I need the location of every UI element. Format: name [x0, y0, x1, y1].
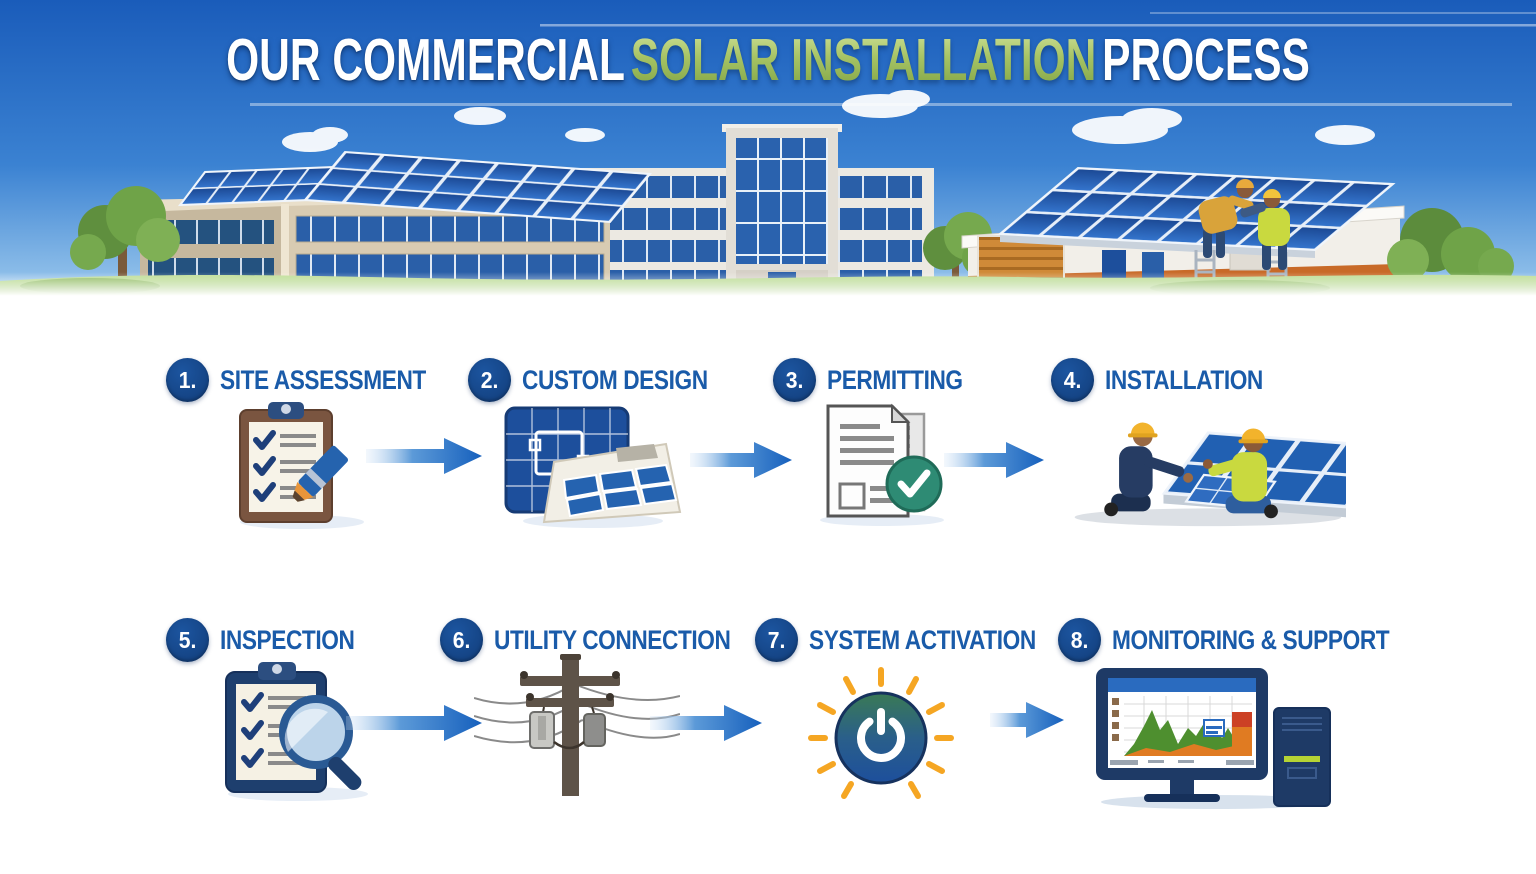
left-building [132, 152, 650, 296]
step-1-site-assessment: 1. SITE ASSESSMENT [166, 358, 465, 402]
document-approved-icon [806, 398, 958, 533]
step-7-system-activation: 7. SYSTEM ACTIVATION [755, 618, 1079, 662]
step-8-number-badge: 8. [1058, 618, 1101, 662]
step-label: SITE ASSESSMENT [220, 364, 426, 395]
title-part-2: SOLAR INSTALLATION [630, 27, 1097, 93]
installer-right [1240, 189, 1290, 270]
step-label: SYSTEM ACTIVATION [809, 624, 1036, 655]
arrow-right-icon [944, 442, 1044, 478]
step-2-custom-design: 2. CUSTOM DESIGN [468, 358, 743, 402]
step-6-utility-connection: 6. UTILITY CONNECTION [440, 618, 776, 662]
step-8-monitoring-support: 8. MONITORING & SUPPORT [1058, 618, 1442, 662]
step-number: 4. [1063, 366, 1082, 393]
step-label: MONITORING & SUPPORT [1112, 624, 1390, 655]
step-1-number-badge: 1. [166, 358, 209, 402]
step-4-number-badge: 4. [1051, 358, 1094, 402]
arrow-right-icon [990, 702, 1064, 738]
power-button-icon [798, 658, 964, 811]
step-number: 1. [178, 366, 197, 393]
blueprint-solar-icon [498, 400, 684, 535]
step-3-number-badge: 3. [773, 358, 816, 402]
step-3-permitting: 3. PERMITTING [773, 358, 989, 402]
title-part-3: PROCESS [1102, 27, 1310, 93]
worker-left [1104, 422, 1194, 517]
step-6-number-badge: 6. [440, 618, 483, 662]
computer-monitoring-icon [1086, 660, 1336, 817]
step-label: UTILITY CONNECTION [494, 624, 731, 655]
worker-right [1202, 428, 1278, 519]
arrow-right-icon [690, 442, 792, 478]
step-number: 7. [767, 626, 786, 653]
step-4-installation: 4. INSTALLATION [1051, 358, 1293, 402]
step-7-number-badge: 7. [755, 618, 798, 662]
step-number: 2. [480, 366, 499, 393]
step-label: INSTALLATION [1105, 364, 1263, 395]
step-5-number-badge: 5. [166, 618, 209, 662]
clipboard-magnifier-icon [210, 656, 386, 809]
step-5-inspection: 5. INSPECTION [166, 618, 380, 662]
step-label: INSPECTION [220, 624, 355, 655]
step-label: CUSTOM DESIGN [522, 364, 708, 395]
step-label: PERMITTING [827, 364, 963, 395]
page-title: OUR COMMERCIALSOLAR INSTALLATIONPROCESS [215, 26, 1321, 94]
utility-pole-icon [473, 650, 681, 813]
step-2-number-badge: 2. [468, 358, 511, 402]
header-illustration [0, 0, 1536, 300]
step-number: 6. [452, 626, 471, 653]
clipboard-pencil-icon [222, 396, 372, 537]
step-number: 8. [1070, 626, 1089, 653]
warehouse [962, 168, 1404, 294]
left-tree [70, 186, 180, 282]
arrow-right-icon [366, 438, 482, 474]
workers-installing-icon [1050, 398, 1346, 535]
step-number: 3. [785, 366, 804, 393]
title-part-1: OUR COMMERCIAL [226, 27, 625, 93]
step-number: 5. [178, 626, 197, 653]
installer-left [1198, 179, 1254, 258]
